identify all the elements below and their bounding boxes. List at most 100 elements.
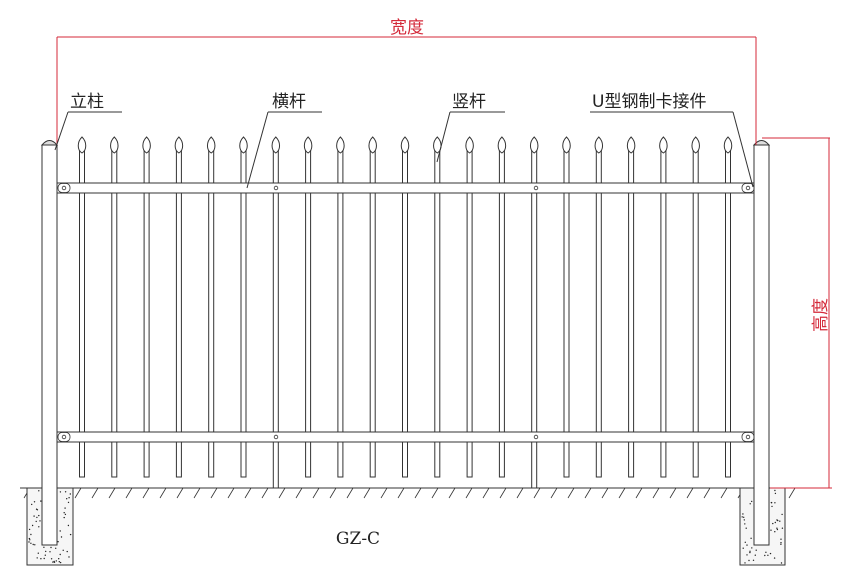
concrete-dot	[767, 555, 768, 556]
picket-bar	[499, 150, 504, 477]
concrete-dot	[45, 551, 46, 552]
picket-bar	[306, 150, 311, 477]
picket-spear-tip	[724, 137, 732, 153]
concrete-dot	[68, 502, 69, 503]
ground-hatch	[228, 488, 234, 498]
picket-spear-tip	[272, 137, 280, 153]
concrete-dot	[66, 498, 67, 499]
concrete-dot	[38, 515, 39, 516]
concrete-dot	[55, 548, 56, 549]
picket-bar	[144, 150, 149, 477]
concrete-dot	[34, 501, 35, 502]
ground-hatch	[534, 488, 540, 498]
concrete-dot	[779, 521, 780, 522]
connector-label: U型钢制卡接件	[592, 92, 706, 112]
picket-spear-tip	[143, 137, 151, 153]
concrete-dot	[744, 523, 745, 524]
concrete-dot	[52, 561, 53, 562]
concrete-dot	[56, 560, 57, 561]
picket-bar	[564, 150, 569, 477]
ground-hatch	[75, 488, 81, 498]
concrete-dot	[29, 539, 30, 540]
concrete-dot	[59, 561, 60, 562]
concrete-dot	[33, 544, 34, 545]
concrete-dot	[36, 521, 37, 522]
concrete-dot	[750, 538, 751, 539]
concrete-dot	[774, 531, 775, 532]
picket-spear-tip	[595, 137, 603, 153]
concrete-dot	[70, 493, 71, 494]
concrete-dot	[29, 538, 30, 539]
ground-hatch	[687, 488, 693, 498]
picket-bar	[80, 150, 85, 477]
concrete-dot	[771, 502, 772, 503]
ground-hatch	[160, 488, 166, 498]
picket-spear-tip	[498, 137, 506, 153]
concrete-dot	[36, 517, 37, 518]
ground-hatch	[109, 488, 115, 498]
ground-hatch	[92, 488, 98, 498]
picket-bar	[370, 150, 375, 477]
concrete-dot	[751, 547, 752, 548]
picket-spear-tip	[369, 137, 377, 153]
concrete-dot	[748, 560, 749, 561]
concrete-dot	[44, 558, 45, 559]
ground-hatch	[398, 488, 404, 498]
concrete-dot	[54, 562, 55, 563]
concrete-dot	[63, 517, 64, 518]
concrete-dot	[745, 542, 746, 543]
ground-hatch	[415, 488, 421, 498]
concrete-dot	[68, 497, 69, 498]
concrete-dot	[50, 547, 51, 548]
concrete-dot	[774, 490, 775, 491]
horizontal-rail	[57, 183, 754, 193]
concrete-dot	[49, 551, 50, 552]
ground-hatch	[517, 488, 523, 498]
concrete-dot	[37, 557, 38, 558]
ground-hatch	[653, 488, 659, 498]
concrete-dot	[65, 491, 66, 492]
ground-hatch	[636, 488, 642, 498]
ground-hatch	[211, 488, 217, 498]
width-dimension	[57, 37, 756, 145]
picket-bar	[467, 150, 472, 477]
ground-hatch	[619, 488, 625, 498]
picket-spear-tip	[627, 137, 635, 153]
rail-label: 横杆	[272, 92, 306, 112]
concrete-dot	[38, 526, 39, 527]
post	[42, 145, 57, 545]
ground-hatch	[432, 488, 438, 498]
concrete-dot	[60, 491, 61, 492]
concrete-dot	[38, 553, 39, 554]
concrete-dot	[782, 528, 783, 529]
concrete-dot	[749, 551, 750, 552]
width-label: 宽度	[390, 18, 424, 38]
picket-spear-tip	[692, 137, 700, 153]
concrete-dot	[775, 522, 776, 523]
concrete-dot	[755, 555, 756, 556]
ground-hatch	[721, 488, 727, 498]
picket-bar	[629, 150, 634, 477]
ground-hatch	[330, 488, 336, 498]
concrete-dot	[746, 544, 747, 545]
ground-hatch	[296, 488, 302, 498]
concrete-dot	[28, 541, 29, 542]
ground-hatch	[364, 488, 370, 498]
concrete-dot	[743, 517, 744, 518]
concrete-dot	[744, 562, 745, 563]
ground-hatch	[551, 488, 557, 498]
picket-bar	[726, 150, 731, 477]
u-connector-icon	[58, 184, 70, 193]
concrete-dot	[781, 562, 782, 563]
concrete-dot	[30, 534, 31, 535]
concrete-dot	[63, 512, 64, 513]
ground-hatch	[245, 488, 251, 498]
ground-hatch	[449, 488, 455, 498]
picket-spear-tip	[466, 137, 474, 153]
concrete-dot	[32, 525, 33, 526]
concrete-dot	[34, 544, 35, 545]
ground-hatch	[143, 488, 149, 498]
u-connector-icon	[58, 433, 70, 442]
footings	[27, 488, 785, 565]
picket-spear-tip	[175, 137, 183, 153]
